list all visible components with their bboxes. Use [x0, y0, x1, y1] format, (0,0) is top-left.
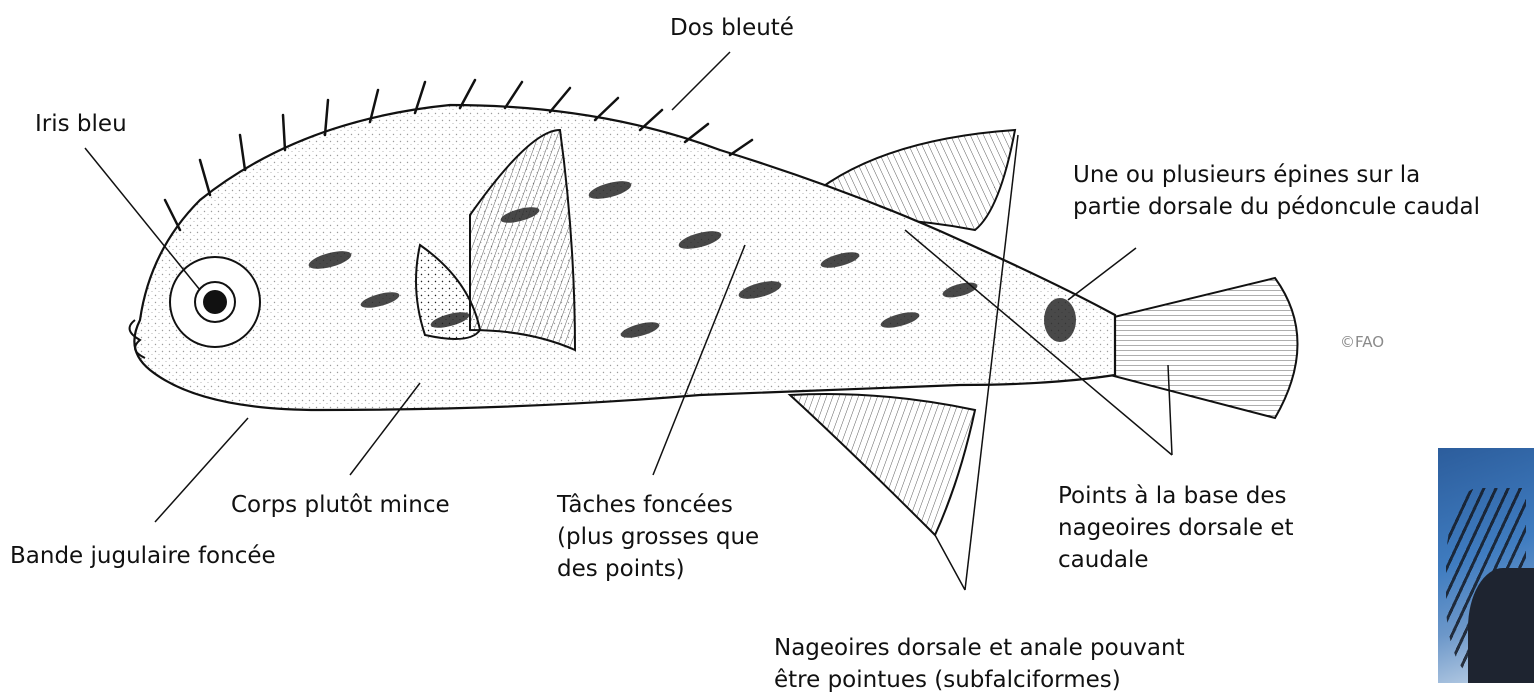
label-iris: Iris bleu: [35, 108, 127, 140]
label-epines: Une ou plusieurs épines sur la partie do…: [1073, 159, 1480, 223]
anal-fin: [790, 394, 975, 535]
credit-fao: ©FAO: [1340, 333, 1384, 351]
label-corps: Corps plutôt mince: [231, 489, 450, 521]
caudal-fin: [1110, 278, 1298, 418]
label-bande: Bande jugulaire foncée: [10, 540, 276, 572]
label-dos: Dos bleuté: [670, 12, 794, 44]
label-nageoires: Nageoires dorsale et anale pouvant être …: [774, 632, 1185, 696]
label-points: Points à la base des nageoires dorsale e…: [1058, 480, 1294, 576]
spiny-fish-photo: [1438, 448, 1534, 683]
pupil: [203, 290, 227, 314]
label-taches: Tâches foncées (plus grosses que des poi…: [557, 489, 759, 585]
